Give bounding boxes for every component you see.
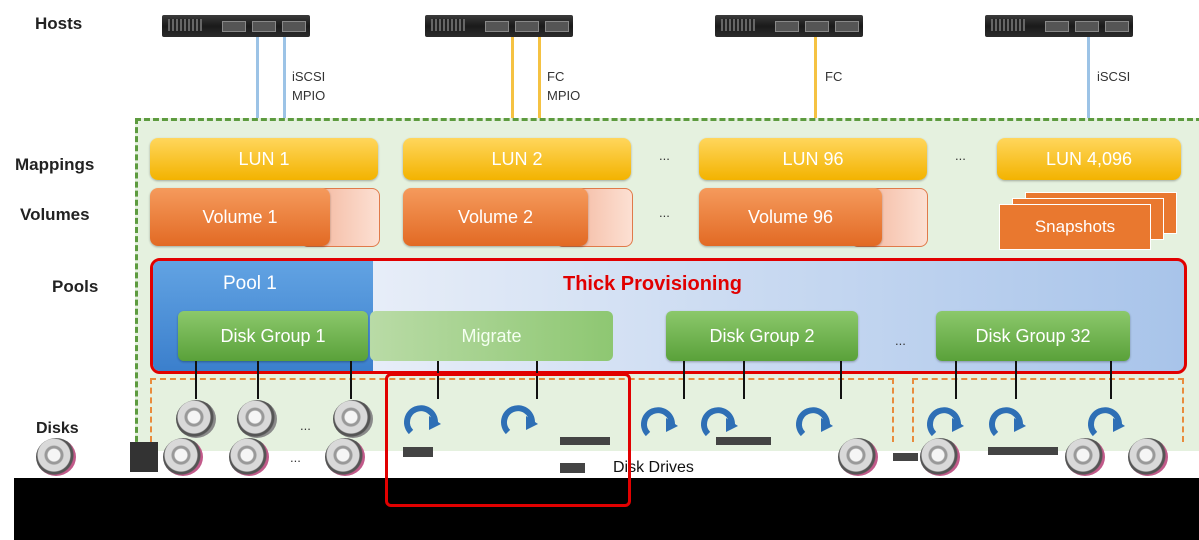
disks-row-label: Disks [36,420,79,437]
disk-area-group-1-2 [150,378,894,442]
lun-1: LUN 1 [150,138,378,180]
hard-disk-icon [333,400,373,438]
migrate-arrow-icon [641,407,678,437]
thick-provisioning-label: Thick Provisioning [563,273,742,295]
hosts-row-label: Hosts [35,14,83,33]
disk-wire [350,361,352,399]
host-server-3 [715,15,863,37]
disk-wire [743,361,745,399]
volume-1: Volume 1 [150,188,330,246]
fc-link [511,37,514,138]
lun-4096: LUN 4,096 [997,138,1181,180]
hard-disk-icon [325,438,365,476]
fc-link [538,37,541,138]
disk-drive-bar [403,447,433,457]
migrate-arrow-icon [701,407,738,437]
host-3-protocol: FC [825,69,843,84]
disk-group-32: Disk Group 32 [936,311,1130,361]
disk-wire [840,361,842,399]
disk-wire [1110,361,1112,399]
hard-disk-icon [229,438,269,476]
volume-ellipsis: ... [659,205,670,220]
disk-wire [955,361,957,399]
hard-disk-icon [838,438,878,476]
hard-disk-icon [237,400,277,438]
volume-96: Volume 96 [699,188,882,246]
disk-drive-bar [988,447,1058,455]
iscsi-link [283,37,286,138]
migrate-band: Migrate [370,311,613,361]
disk-drive-bar [716,437,771,445]
disk-drive-bar [130,442,158,472]
disk-drive-bar [560,437,610,445]
lun-2: LUN 2 [403,138,631,180]
migrate-arrow-icon [989,407,1026,437]
disk-area-group-32 [912,378,1184,442]
host-server-4 [985,15,1133,37]
host-server-1 [162,15,310,37]
fc-link [814,37,817,138]
disk-wire [437,361,439,399]
migrate-arrow-icon [1088,407,1125,437]
volume-2: Volume 2 [403,188,588,246]
lun-96: LUN 96 [699,138,927,180]
hard-disk-icon [36,438,76,476]
volumes-row-label: Volumes [20,205,90,224]
hard-disk-icon [176,400,216,438]
snapshots: Snapshots [999,204,1151,250]
lun-ellipsis: ... [955,148,966,163]
hard-disk-icon [1128,438,1168,476]
migration-highlight-box [385,373,631,507]
pools-row-label: Pools [52,277,99,296]
disk-drive-bar [893,453,918,461]
disk-wire [257,361,259,399]
hard-disk-icon [163,438,203,476]
disk-wire [195,361,197,399]
migrate-arrow-icon [796,407,833,437]
disk-group-2: Disk Group 2 [666,311,858,361]
migrate-arrow-icon [501,405,538,435]
disk-drives-label: Disk Drives [613,459,694,476]
lun-ellipsis: ... [659,148,670,163]
migrate-arrow-icon [927,407,964,437]
disk-wire [683,361,685,399]
disk-group-1: Disk Group 1 [178,311,368,361]
disk-ellipsis: ... [290,450,301,465]
occluded-region [14,478,1199,540]
disk-group-ellipsis: ... [895,333,906,348]
disk-drive-bar [560,463,585,473]
disk-wire [536,361,538,399]
iscsi-link [1087,37,1090,138]
host-server-2 [425,15,573,37]
pool-1-label: Pool 1 [223,273,277,294]
iscsi-link [256,37,259,138]
host-4-protocol: iSCSI [1097,69,1131,84]
mappings-row-label: Mappings [15,155,95,174]
hard-disk-icon [1065,438,1105,476]
disk-ellipsis: ... [300,418,311,433]
hard-disk-icon [920,438,960,476]
migrate-arrow-icon [404,405,441,435]
disk-wire [1015,361,1017,399]
